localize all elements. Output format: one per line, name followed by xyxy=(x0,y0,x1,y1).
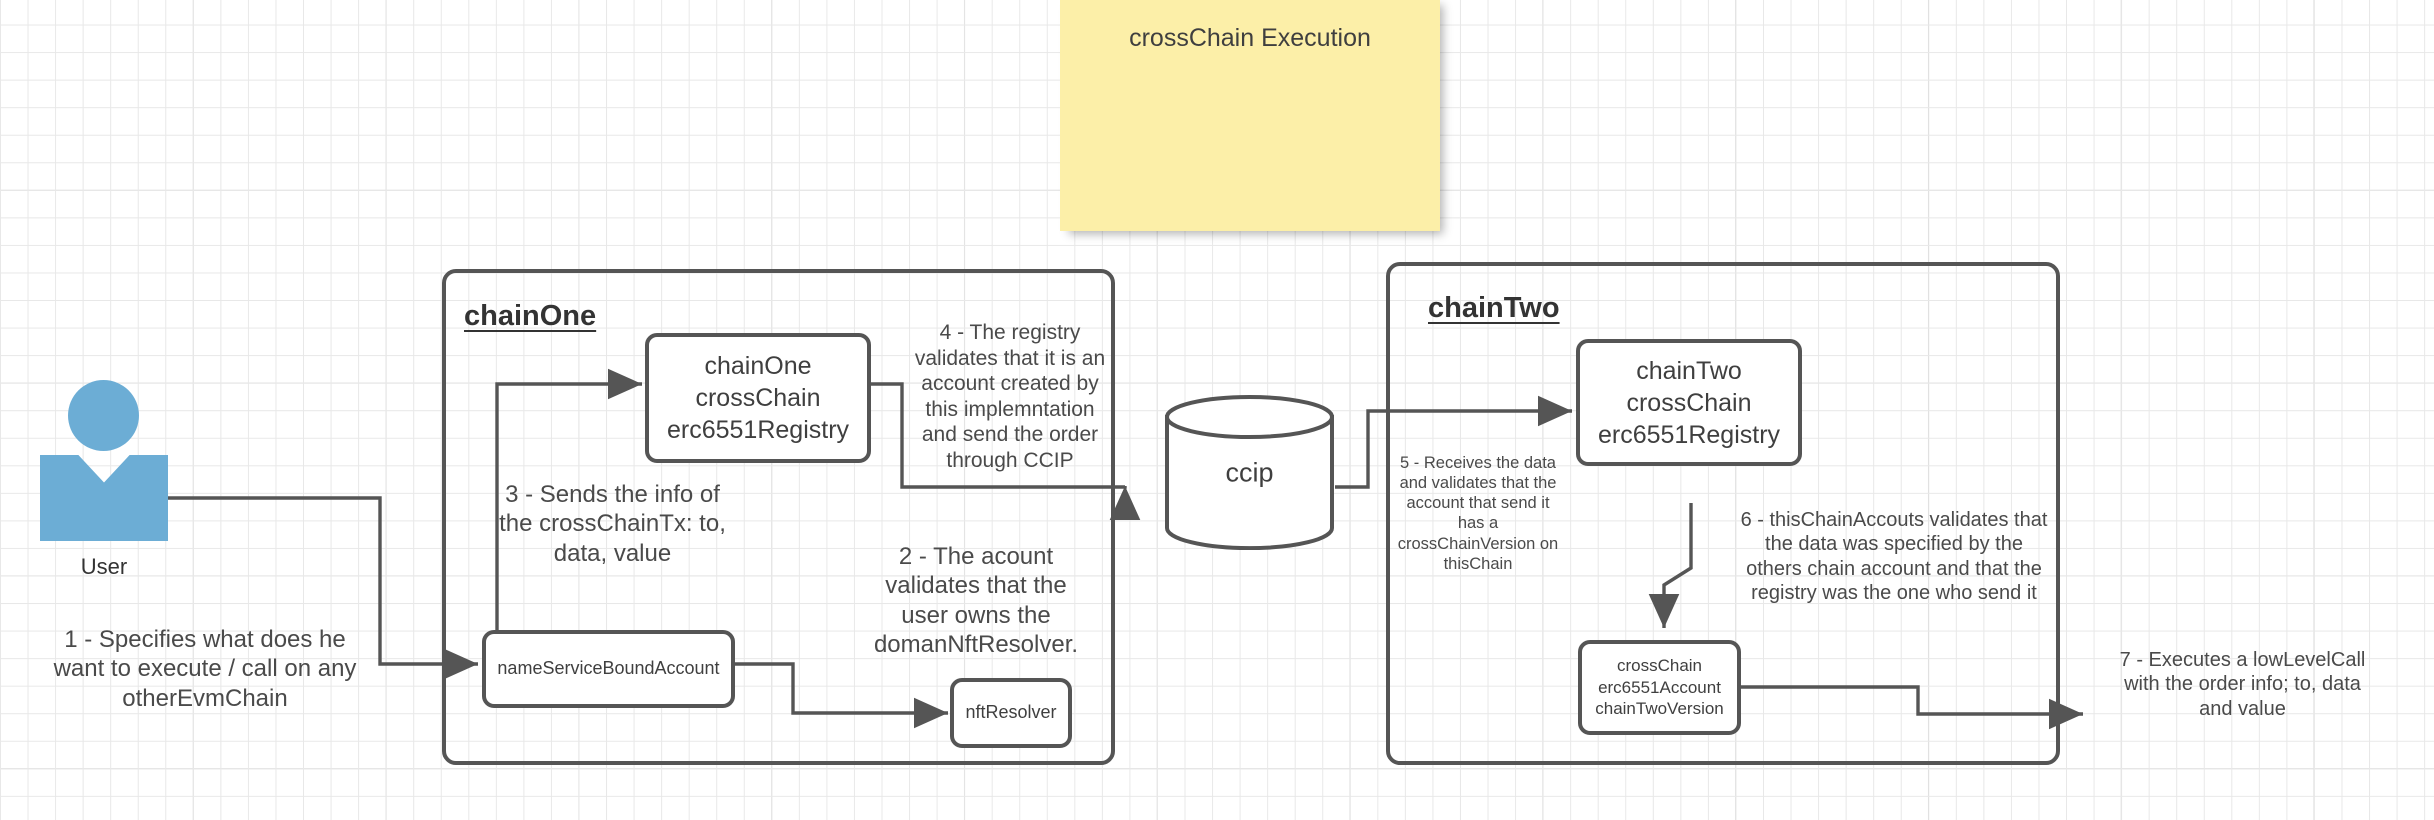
sticky-note-label: crossChain Execution xyxy=(1129,24,1371,52)
avatar-head-icon xyxy=(68,380,139,451)
step-3-label: 3 - Sends the info of the crossChainTx: … xyxy=(499,481,726,567)
container-chaintwo-title: chainTwo xyxy=(1428,292,1560,324)
container-chainone-title: chainOne xyxy=(464,300,597,332)
node-ccip-label: ccip xyxy=(1225,457,1274,487)
step-7-label: 7 - Executes a lowLevelCall with the ord… xyxy=(2119,649,2366,720)
ccip-cylinder-shape xyxy=(1165,395,1334,551)
node-chaintwo-registry-label: chainTwo crossChain erc6551Registry xyxy=(1597,356,1781,449)
node-nameservice-bound-account[interactable]: nameServiceBoundAccount xyxy=(482,630,735,708)
container-chaintwo xyxy=(1386,262,2060,765)
node-chainone-crosschain-erc6551registry[interactable]: chainOne crossChain erc6551Registry xyxy=(645,333,871,463)
node-ccip-cylinder[interactable]: ccip xyxy=(1163,395,1336,551)
node-nameservice-bound-account-label: nameServiceBoundAccount xyxy=(497,658,720,679)
node-crosschain-erc6551account-chaintwoversion[interactable]: crossChain erc6551Account chainTwoVersio… xyxy=(1578,640,1741,735)
container-chainone xyxy=(442,269,1115,765)
step-6-label: 6 - thisChainAccouts validates that the … xyxy=(1740,509,2048,605)
node-nft-resolver[interactable]: nftResolver xyxy=(950,678,1072,748)
step-5-label: 5 - Receives the data and validates that… xyxy=(1397,454,1559,573)
node-chaintwo-crosschain-erc6551registry[interactable]: chainTwo crossChain erc6551Registry xyxy=(1576,339,1802,466)
step-1-label: 1 - Specifies what does he want to execu… xyxy=(53,626,357,712)
actor-user-label: User xyxy=(80,554,128,579)
step-2-label: 2 - The acount validates that the user o… xyxy=(873,543,1079,658)
sticky-note-crosschain-execution: crossChain Execution xyxy=(1060,0,1440,231)
step-4-label: 4 - The registry validates that it is an… xyxy=(914,321,1106,473)
node-crosschain-account-label: crossChain erc6551Account chainTwoVersio… xyxy=(1595,655,1724,719)
node-chainone-registry-label: chainOne crossChain erc6551Registry xyxy=(666,352,850,444)
node-nft-resolver-label: nftResolver xyxy=(965,702,1057,723)
